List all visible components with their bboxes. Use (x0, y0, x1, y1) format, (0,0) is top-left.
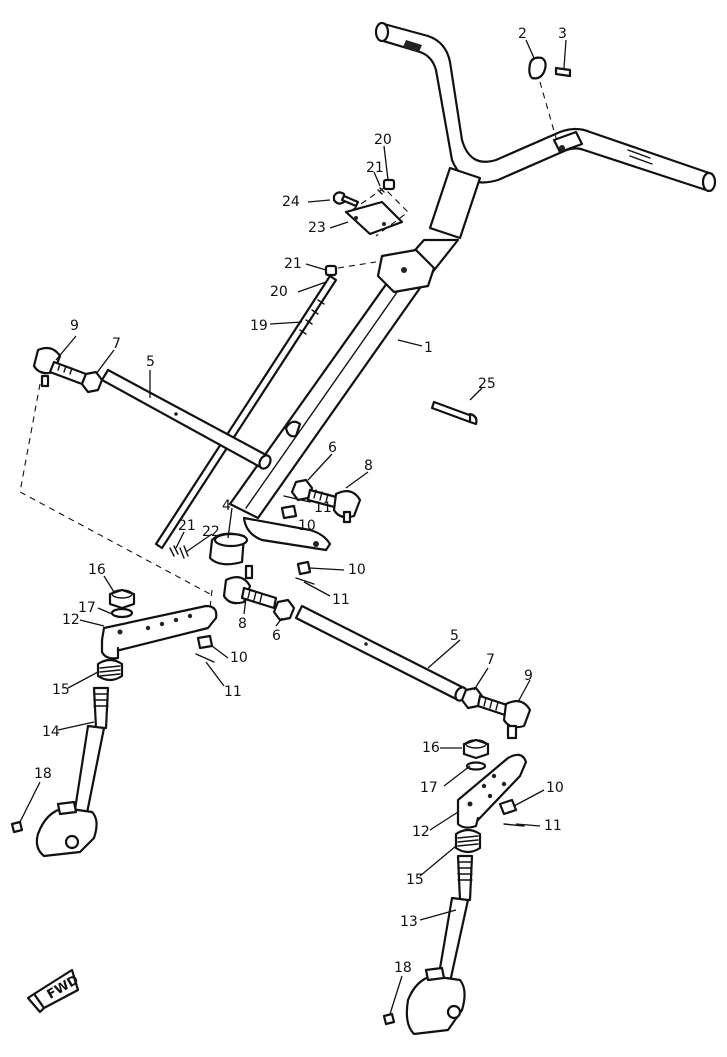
callout-c6a: 6 (328, 440, 337, 456)
left-tie-rod-end (32, 346, 88, 388)
callout-c11b: 11 (332, 592, 350, 608)
callout-c13: 13 (400, 914, 418, 930)
callout-c22: 22 (202, 524, 220, 540)
callout-c6b: 6 (272, 628, 281, 644)
upper-nut (382, 178, 396, 191)
pin (554, 66, 572, 78)
callout-c19: 19 (250, 318, 268, 334)
callout-c17b: 17 (420, 780, 438, 796)
callout-c15a: 15 (52, 682, 70, 698)
callout-c8b: 8 (238, 616, 247, 632)
forward-direction-marker: FWD (26, 968, 82, 1014)
callout-c23: 23 (308, 220, 326, 236)
callout-c21b: 21 (284, 256, 302, 272)
right-tie-rod-end (476, 694, 532, 740)
callout-c20a: 20 (374, 132, 392, 148)
callout-c2: 2 (518, 26, 527, 42)
callout-c7a: 7 (112, 336, 121, 352)
callout-c4: 4 (222, 498, 231, 514)
bolt (430, 400, 478, 426)
callout-c11c: 11 (224, 684, 242, 700)
callout-c10b: 10 (348, 562, 366, 578)
callout-c5b: 5 (450, 628, 459, 644)
callout-c9a: 9 (70, 318, 79, 334)
callout-c24: 24 (282, 194, 300, 210)
tie-rod-left (100, 368, 272, 470)
right-spindle (405, 854, 474, 1036)
callout-c7b: 7 (486, 652, 495, 668)
callout-c21c: 21 (178, 518, 196, 534)
callout-c16b: 16 (422, 740, 440, 756)
callout-c20b: 20 (270, 284, 288, 300)
callout-c10d: 10 (546, 780, 564, 796)
callout-c18b: 18 (394, 960, 412, 976)
callout-c8a: 8 (364, 458, 373, 474)
right-arm-nut (462, 738, 490, 760)
left-arm-cotter (195, 653, 215, 663)
left-arm-castle-nut (196, 634, 214, 650)
left-spindle (35, 686, 110, 858)
callout-c10a: 10 (298, 518, 316, 534)
callout-c3: 3 (558, 26, 567, 42)
left-arm-nut (108, 588, 136, 610)
right-grease-fitting (382, 1012, 396, 1026)
callout-c5a: 5 (146, 354, 155, 370)
callout-c17a: 17 (78, 600, 96, 616)
callout-c14: 14 (42, 724, 60, 740)
clip (179, 545, 189, 559)
grip-cap (528, 56, 547, 80)
bracket-bolt (332, 191, 360, 208)
left-arm-washer (110, 607, 134, 619)
cotter-pin-upper (283, 495, 311, 503)
leader-lines (19, 39, 567, 1015)
callout-c9b: 9 (524, 668, 533, 684)
clamp-bracket (344, 200, 404, 236)
right-arm-cotter (503, 823, 525, 827)
handlebar (374, 21, 717, 193)
callout-c11a: 11 (314, 500, 332, 516)
lower-washer (169, 545, 179, 557)
callout-c12a: 12 (62, 612, 80, 628)
callout-c12b: 12 (412, 824, 430, 840)
tie-rod (154, 264, 338, 550)
callout-c15b: 15 (406, 872, 424, 888)
bushing (208, 532, 249, 566)
callout-c25: 25 (478, 376, 496, 392)
callout-c18a: 18 (34, 766, 52, 782)
right-steering-arm (456, 753, 528, 829)
callout-c1: 1 (424, 340, 433, 356)
right-arm-washer (465, 761, 487, 771)
lock-nut (80, 370, 104, 394)
castle-nut-upper (280, 504, 298, 520)
callout-c16a: 16 (88, 562, 106, 578)
castle-nut-mid (295, 560, 315, 585)
right-spring (454, 828, 482, 854)
tie-rod-end-upper-right (290, 478, 362, 524)
left-steering-arm (100, 604, 218, 660)
steering-column (228, 166, 482, 552)
callout-c11d: 11 (544, 818, 562, 834)
left-spring (96, 658, 124, 682)
tie-rod-end-center (222, 564, 296, 622)
right-arm-castle-nut (498, 798, 518, 816)
callout-c21a: 21 (366, 160, 384, 176)
callout-c10c: 10 (230, 650, 248, 666)
left-grease-fitting (10, 820, 24, 834)
